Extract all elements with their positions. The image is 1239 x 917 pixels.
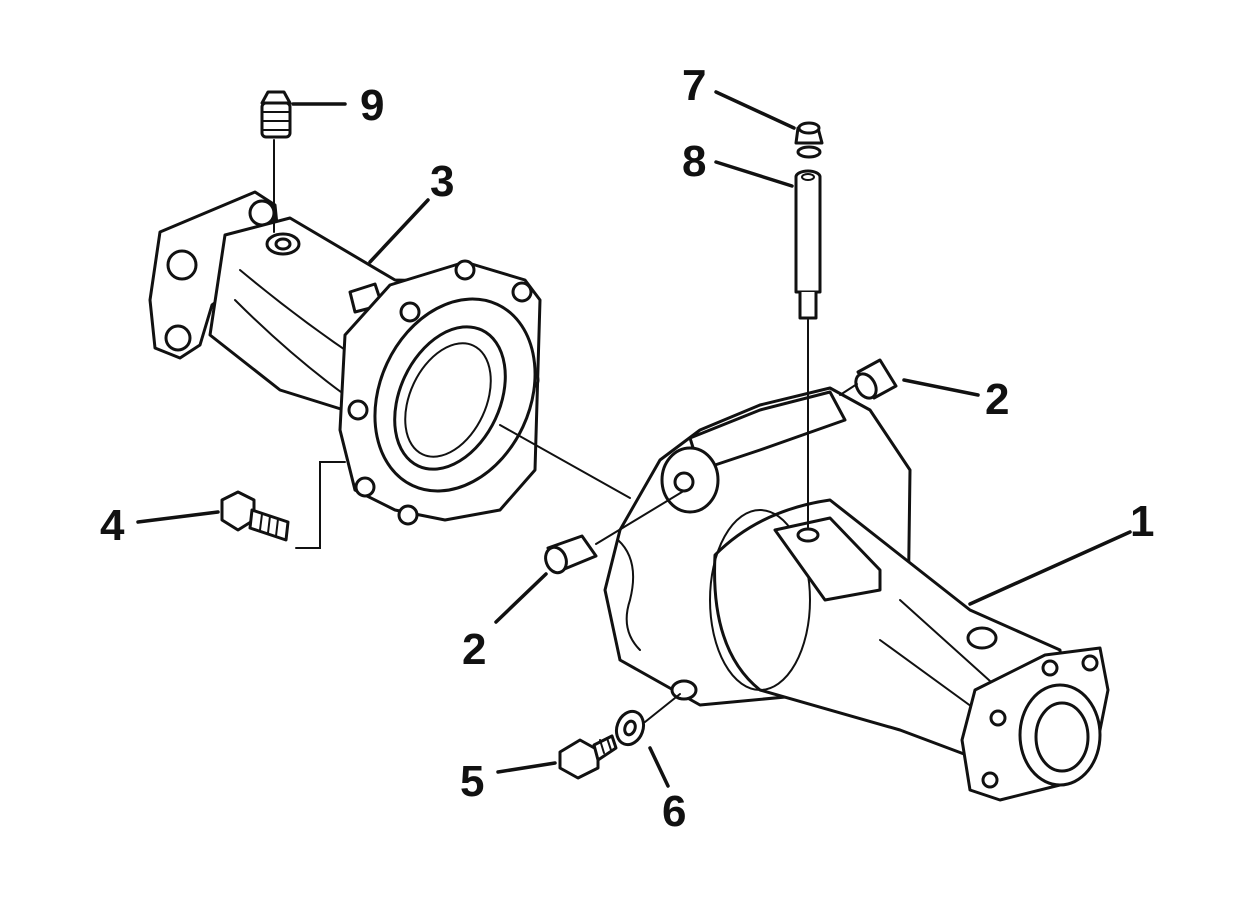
part-5-drain-plug	[558, 734, 618, 780]
callout-labels: 1 2 2 3 4 5 6 7 8 9	[100, 61, 1154, 836]
callout-4: 4	[100, 501, 125, 550]
callout-2-lower: 2	[462, 625, 486, 674]
callout-8: 8	[682, 137, 706, 186]
callout-1: 1	[1130, 497, 1154, 546]
leader-lines	[136, 90, 1132, 788]
part-4-bolt	[220, 490, 290, 542]
callout-3: 3	[430, 157, 454, 206]
part-1-extension-housing	[603, 386, 1110, 802]
part-2-dowel-lower	[544, 534, 598, 575]
part-3-front-housing	[148, 190, 542, 526]
part-7-plug	[794, 121, 824, 159]
callout-6: 6	[662, 787, 686, 836]
part-6-washer	[614, 709, 646, 747]
callout-2-upper: 2	[985, 375, 1009, 424]
assembly-lines	[273, 139, 858, 723]
callout-7: 7	[682, 61, 706, 110]
part-9-breather	[260, 90, 292, 139]
part-8-shaft	[794, 169, 822, 320]
callout-9: 9	[360, 81, 384, 130]
part-2-dowel-upper	[854, 358, 898, 400]
callout-5: 5	[460, 757, 484, 806]
